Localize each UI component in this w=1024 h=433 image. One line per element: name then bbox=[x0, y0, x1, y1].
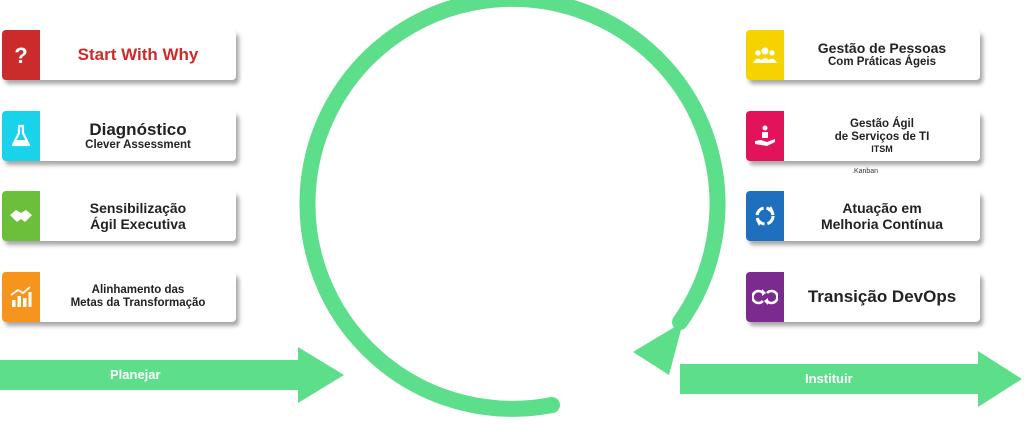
instituir-label: Instituir bbox=[805, 371, 853, 386]
card-title: Gestão Ágil bbox=[850, 117, 914, 130]
card-subtitle: Clever Assessment bbox=[85, 139, 191, 152]
cycle-ring bbox=[299, 0, 726, 417]
card-subtitle: Melhoria Contínua bbox=[820, 216, 944, 232]
card-subtitle: Com Práticas Ágeis bbox=[827, 56, 936, 69]
card-sensibilizacao: Sensibilização Ágil Executiva bbox=[2, 191, 236, 241]
people-icon bbox=[746, 30, 784, 80]
card-subtitle: de Serviços de TI bbox=[834, 130, 930, 143]
question-mark-icon: ? bbox=[2, 30, 40, 80]
kanban-note: .Kanban bbox=[852, 168, 879, 175]
bar-chart-icon bbox=[2, 272, 40, 322]
planejar-label: Planejar bbox=[110, 367, 161, 382]
card-subtitle: Metas da Transformação bbox=[70, 297, 206, 309]
planejar-arrow bbox=[0, 347, 344, 403]
svg-text:?: ? bbox=[14, 43, 27, 68]
card-start-with-why: ? Start With Why bbox=[2, 30, 236, 80]
card-subtitle: Ágil Executiva bbox=[90, 216, 186, 232]
card-gestao-servicos: Gestão Ágil de Serviços de TI ITSM bbox=[746, 111, 980, 161]
instituir-arrow bbox=[680, 351, 1022, 407]
card-gestao-pessoas: Gestão de Pessoas Com Práticas Ágeis bbox=[746, 30, 980, 80]
cycle-icon bbox=[746, 191, 784, 241]
card-title: Gestão de Pessoas bbox=[817, 40, 947, 57]
card-diagnostico: Diagnóstico Clever Assessment bbox=[2, 111, 236, 161]
service-hand-icon bbox=[746, 111, 784, 161]
card-title: Transição DevOps bbox=[807, 287, 957, 307]
card-melhoria-continua: Atuação em Melhoria Contínua bbox=[746, 191, 980, 241]
card-transicao-devops: Transição DevOps bbox=[746, 272, 980, 322]
loop-arrows-icon bbox=[746, 272, 784, 322]
card-alinhamento: Alinhamento das Metas da Transformação bbox=[2, 272, 236, 322]
card-extra: ITSM bbox=[871, 144, 893, 155]
cycle-arrowhead bbox=[633, 322, 683, 375]
card-title: Sensibilização bbox=[89, 199, 187, 216]
card-title: Alinhamento das bbox=[91, 283, 185, 296]
card-title: Diagnóstico bbox=[89, 119, 187, 139]
flask-icon bbox=[2, 111, 40, 161]
handshake-icon bbox=[2, 191, 40, 241]
card-title: Atuação em bbox=[842, 199, 922, 216]
card-title: Start With Why bbox=[77, 45, 199, 65]
